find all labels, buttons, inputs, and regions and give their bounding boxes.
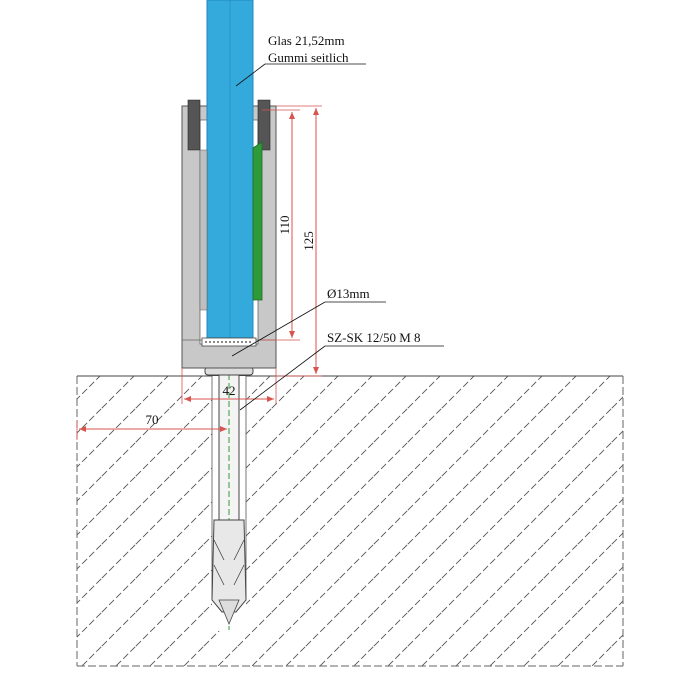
dimension-110 [262,109,300,341]
glass-pane [206,0,254,341]
rubber-wedge [199,141,263,311]
dimension-70-label: 70 [146,412,159,427]
rubber-label: Gummi seitlich [268,50,349,65]
dimension-70 [76,420,227,440]
dimension-125-label: 125 [301,231,316,251]
dimension-42-label: 42 [223,383,236,398]
diameter-label: Ø13mm [327,286,370,301]
leader-glass [235,63,366,87]
dimension-42 [181,368,277,404]
anchor-label: SZ-SK 12/50 M 8 [327,330,421,345]
concrete-ground [76,375,624,667]
leader-diameter [231,301,386,357]
dimension-125 [276,105,322,377]
leader-anchor [239,345,444,411]
glass-label: Glas 21,52mm [268,33,345,48]
dimension-110-label: 110 [277,215,292,234]
setting-block [201,337,257,347]
